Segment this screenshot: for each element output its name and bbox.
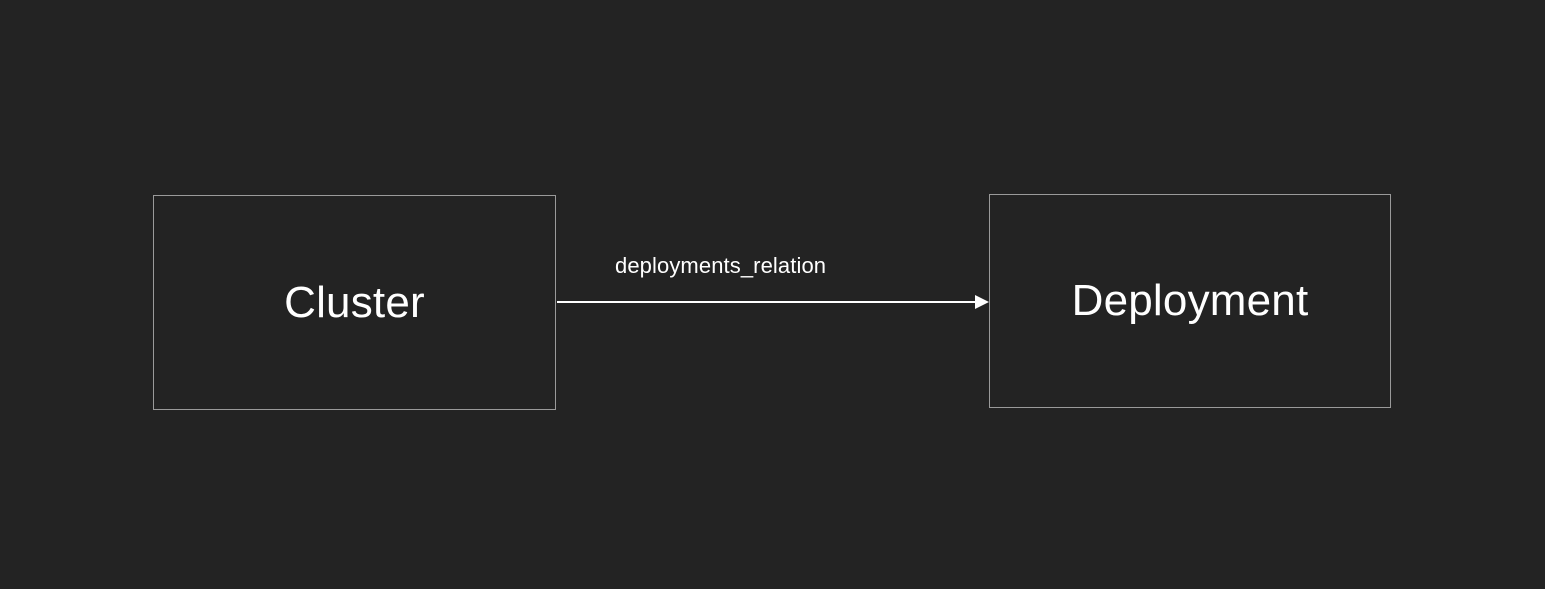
edge-arrowhead-icon <box>975 295 989 309</box>
node-deployment-label: Deployment <box>1071 276 1309 325</box>
node-deployment[interactable]: Deployment <box>989 194 1391 408</box>
edge-label-deployments-relation: deployments_relation <box>615 253 827 278</box>
node-cluster-label: Cluster <box>284 277 425 327</box>
node-cluster[interactable]: Cluster <box>153 195 556 410</box>
